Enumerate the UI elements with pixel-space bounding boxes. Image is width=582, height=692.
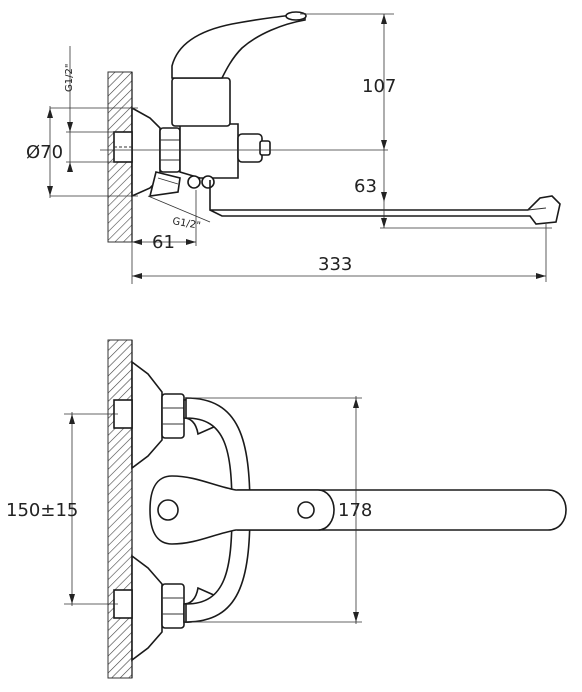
wall-hatch-top	[107, 339, 133, 679]
lever-pivot-circle	[297, 501, 315, 519]
lower-union-nut	[161, 583, 185, 629]
aerator-ring-1	[187, 175, 201, 189]
aerator-ring-2	[201, 175, 215, 189]
thread-shower-label: G1/2"	[171, 216, 201, 232]
upper-wall-flange	[131, 360, 163, 470]
lever-handle-top[interactable]	[149, 475, 335, 545]
shower-outlet-cone	[148, 171, 181, 197]
lower-wall-flange	[131, 554, 163, 662]
lever-handle-side[interactable]	[171, 13, 306, 79]
diverter-knob[interactable]	[237, 133, 263, 163]
mixer-cartridge-housing	[171, 77, 231, 127]
dim-63-label: 63	[354, 176, 377, 197]
dim-333-label: 333	[318, 254, 352, 275]
dim-150-label: 150±15	[6, 500, 78, 521]
dim-diameter-70-label: Ø70	[26, 142, 63, 163]
dim-178-label: 178	[338, 500, 372, 521]
thread-inlet-label: G1/2"	[64, 64, 75, 92]
mixer-body-side	[179, 123, 239, 179]
side-view: 107 63 Ø70 G1/2" G1/2" 61	[26, 11, 561, 284]
upper-union-nut	[161, 393, 185, 439]
dim-107-label: 107	[362, 76, 396, 97]
top-view: 150±15 178	[6, 339, 567, 679]
dim-61-label: 61	[152, 232, 175, 253]
spout-side	[209, 180, 561, 225]
